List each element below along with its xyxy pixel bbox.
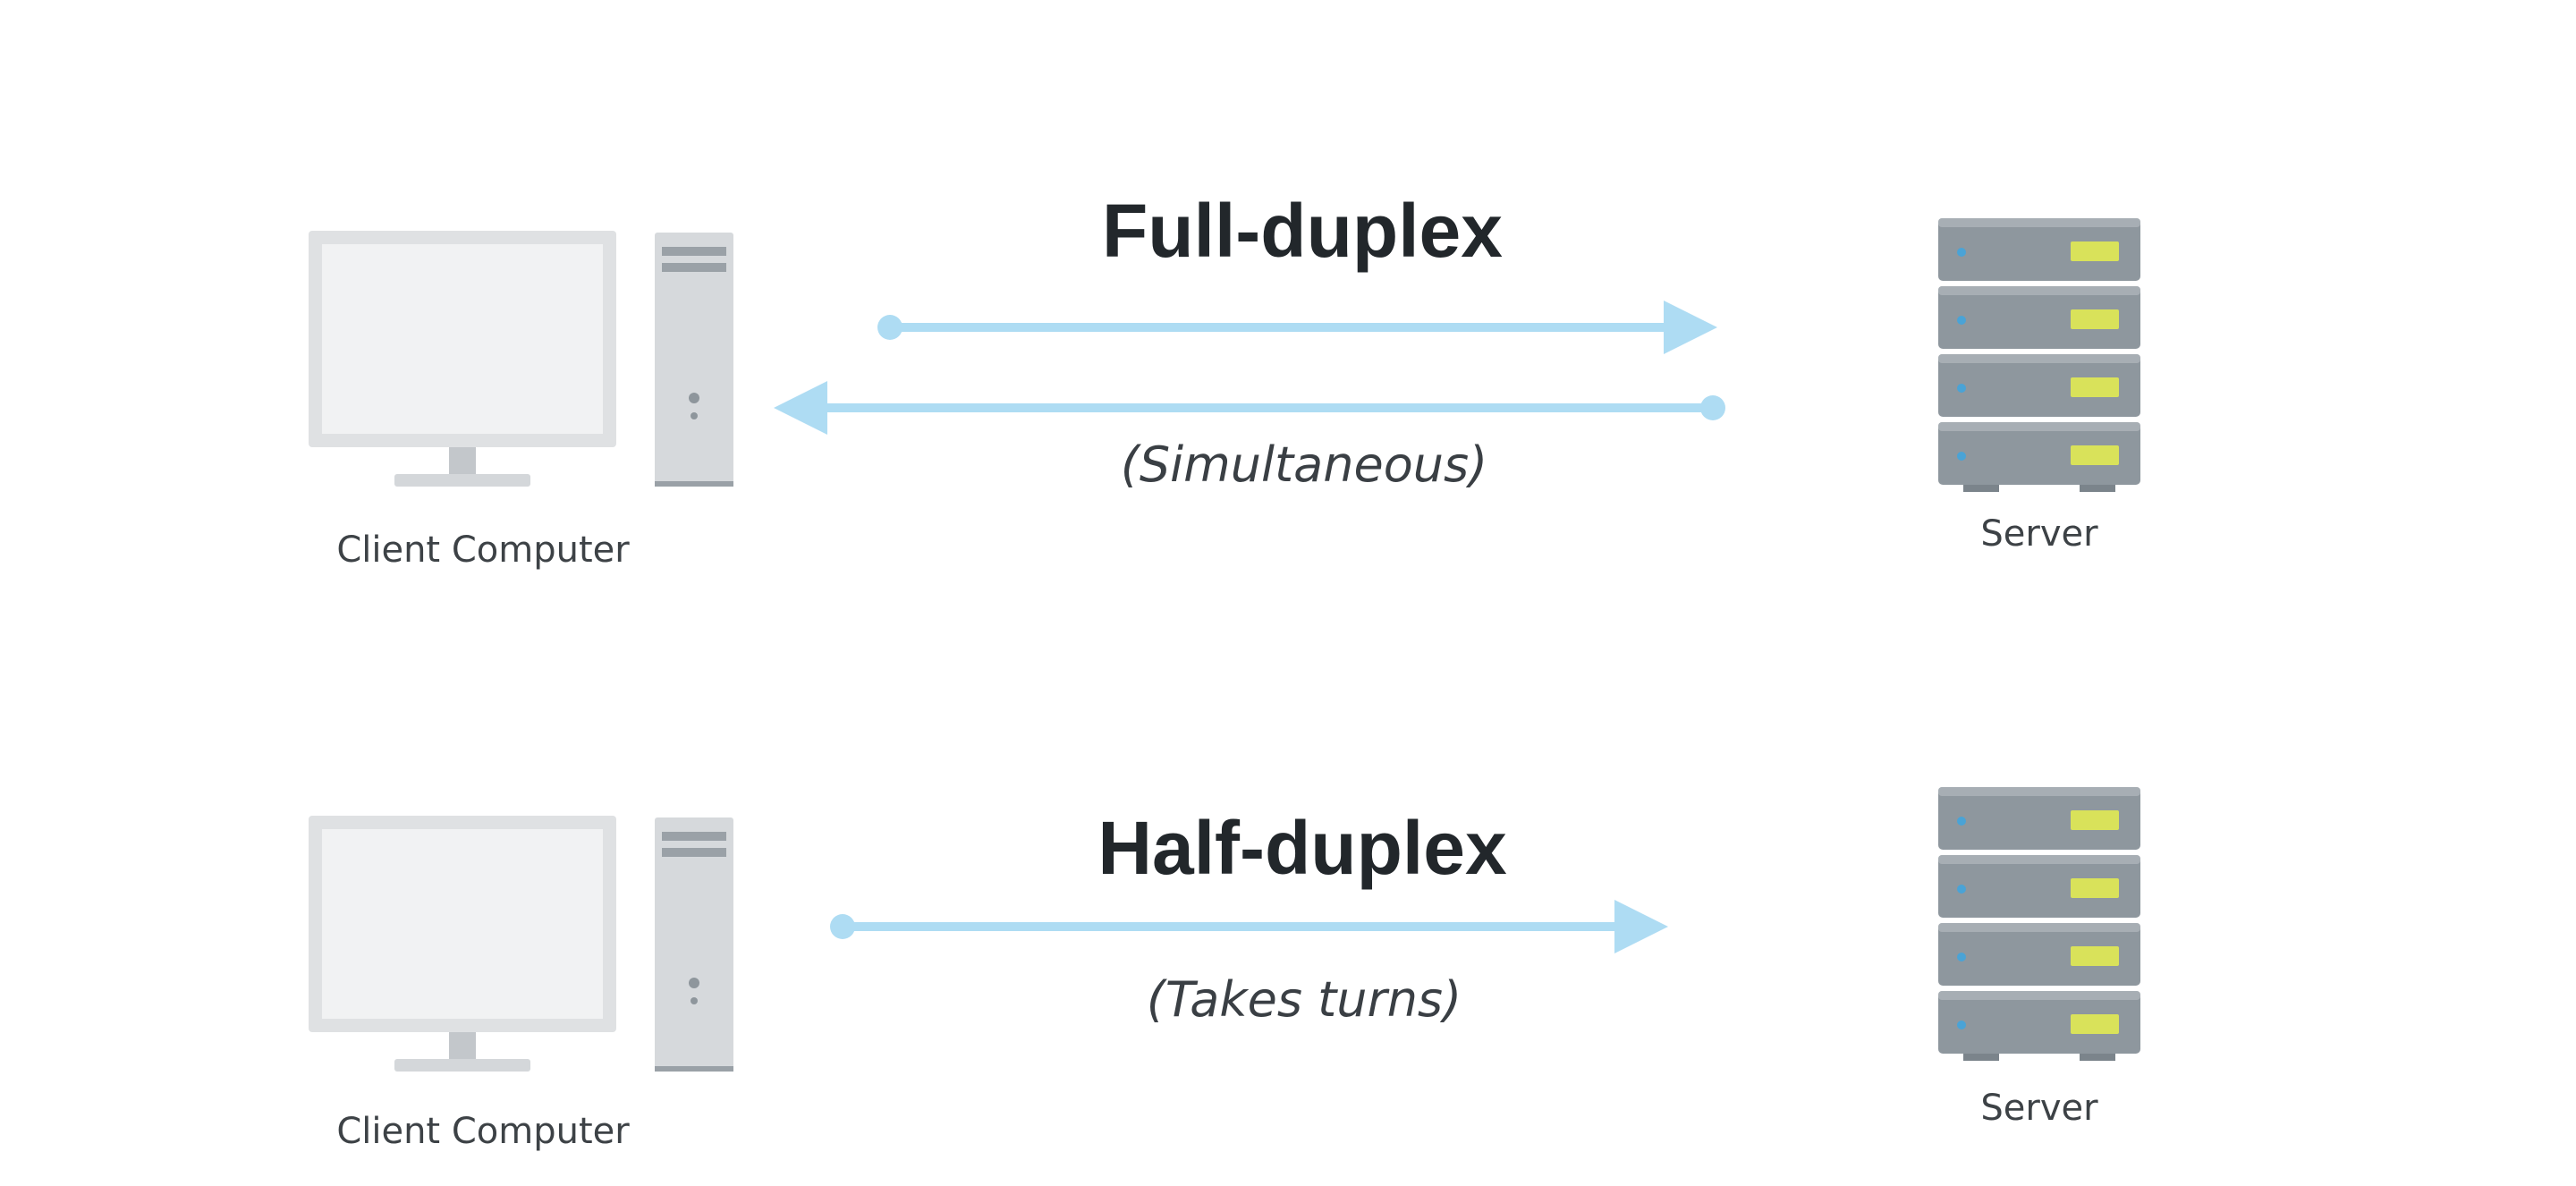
server-unit bbox=[1938, 422, 2140, 485]
tower-body bbox=[655, 233, 733, 487]
client-computer-icon bbox=[309, 231, 733, 487]
monitor-screen bbox=[322, 829, 603, 1019]
arrow-to-client bbox=[774, 381, 1725, 435]
server-foot bbox=[2080, 1054, 2115, 1061]
server-unit bbox=[1938, 218, 2140, 281]
server-foot bbox=[2080, 485, 2115, 492]
arrow-to-server bbox=[830, 900, 1668, 953]
server-unit bbox=[1938, 991, 2140, 1054]
monitor-screen bbox=[322, 244, 603, 434]
server-unit bbox=[1938, 855, 2140, 918]
arrow-to-server bbox=[877, 301, 1717, 354]
tower-foot bbox=[655, 1066, 733, 1072]
server-label: Server bbox=[1980, 513, 2098, 555]
monitor-neck bbox=[449, 1032, 476, 1059]
server-icon bbox=[1938, 218, 2140, 492]
server-foot bbox=[1963, 1054, 1999, 1061]
tower-button bbox=[689, 978, 699, 988]
one-way-arrow bbox=[830, 900, 1668, 953]
server-unit bbox=[1938, 787, 2140, 850]
tower-foot bbox=[655, 481, 733, 487]
bidirectional-arrows bbox=[774, 301, 1725, 435]
tower-bay bbox=[662, 263, 726, 272]
monitor-neck bbox=[449, 447, 476, 474]
tower-led bbox=[691, 412, 698, 419]
monitor-base bbox=[394, 474, 530, 487]
server-unit bbox=[1938, 286, 2140, 349]
client-computer-label: Client Computer bbox=[336, 529, 630, 571]
tower-button bbox=[689, 393, 699, 403]
client-computer-icon bbox=[309, 816, 733, 1072]
server-foot bbox=[1963, 485, 1999, 492]
full-duplex-title: Full-duplex bbox=[1102, 189, 1503, 273]
server-icon bbox=[1938, 787, 2140, 1061]
tower-bay bbox=[662, 848, 726, 857]
half-duplex-subtitle: (Takes turns) bbox=[1146, 971, 1462, 1028]
tower-led bbox=[691, 997, 698, 1004]
client-computer-label: Client Computer bbox=[336, 1111, 630, 1152]
full-duplex-subtitle: (Simultaneous) bbox=[1120, 436, 1488, 493]
half-duplex-title: Half-duplex bbox=[1097, 806, 1507, 890]
tower-body bbox=[655, 817, 733, 1072]
tower-bay bbox=[662, 247, 726, 256]
tower-bay bbox=[662, 832, 726, 841]
server-unit bbox=[1938, 923, 2140, 986]
monitor-base bbox=[394, 1059, 530, 1072]
server-unit bbox=[1938, 354, 2140, 417]
server-label: Server bbox=[1980, 1088, 2098, 1129]
